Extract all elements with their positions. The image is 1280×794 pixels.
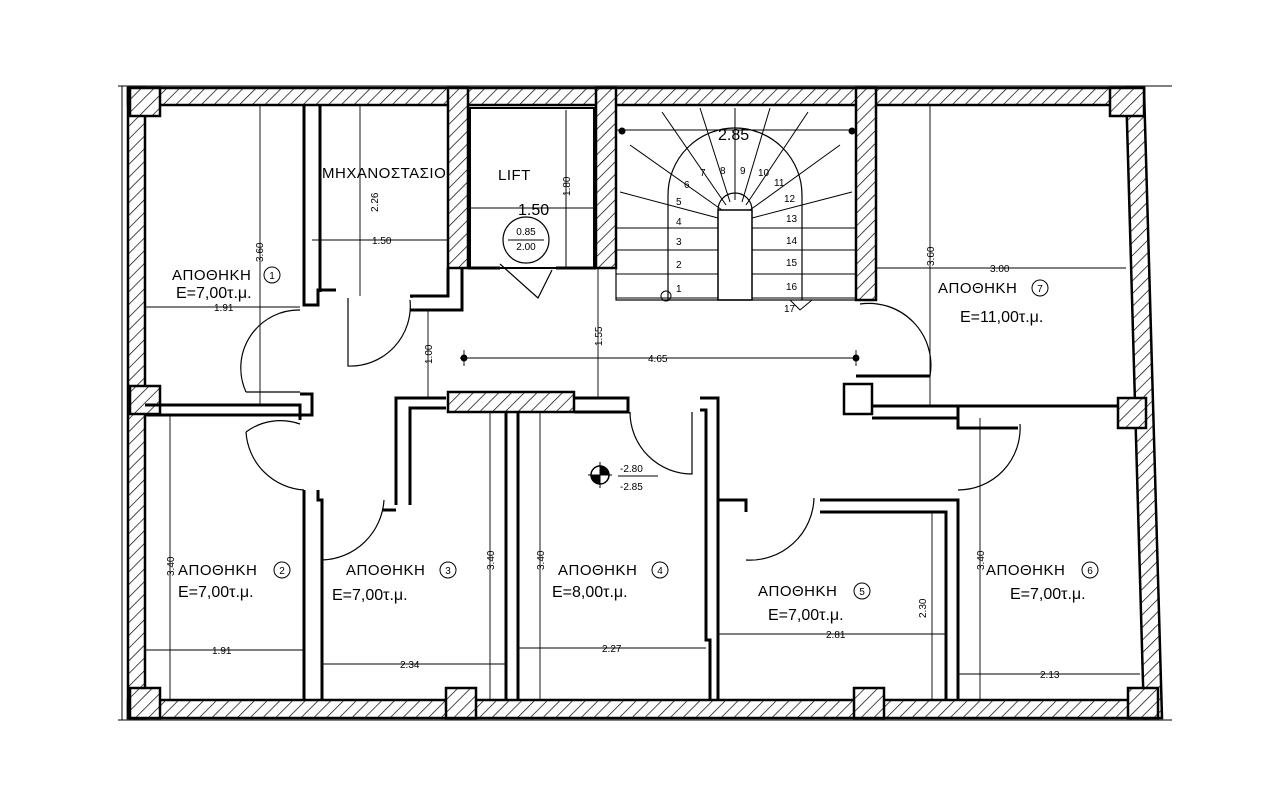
dim-2-34: 2.34 [400, 660, 420, 671]
room-6-label: ΑΠΟΘΗΚΗ 6 E=7,00τ.μ. [986, 561, 1099, 603]
step-15: 15 [786, 258, 798, 269]
dim-3-40-b: 3.40 [486, 550, 497, 570]
room-7-label: ΑΠΟΘΗΚΗ 7 E=11,00τ.μ. [938, 279, 1049, 326]
lift-label: LIFT [498, 167, 531, 184]
room-4-number: 4 [657, 566, 663, 577]
dim-2-85: 2.85 [718, 127, 749, 144]
step-6: 6 [684, 180, 690, 191]
room-1-area: E=7,00τ.μ. [176, 285, 252, 302]
room-1-name: ΑΠΟΘΗΚΗ [172, 267, 251, 284]
dimension-lines [145, 105, 1140, 700]
room-5-label: ΑΠΟΘΗΚΗ 5 E=7,00τ.μ. [758, 582, 871, 624]
dim-3-00: 3.00 [990, 264, 1010, 275]
room-2-name: ΑΠΟΘΗΚΗ [178, 562, 257, 579]
dim-4-65: 4.65 [648, 354, 668, 365]
room-1-number: 1 [269, 271, 275, 282]
dim-2-13: 2.13 [1040, 670, 1060, 681]
columns [128, 86, 1160, 720]
dim-2-30: 2.30 [918, 598, 929, 618]
room-5-name: ΑΠΟΘΗΚΗ [758, 583, 837, 600]
room-3-number: 3 [445, 566, 451, 577]
step-7: 7 [700, 168, 706, 179]
dim-1-00: 1.00 [424, 344, 435, 364]
room-3-name: ΑΠΟΘΗΚΗ [346, 562, 425, 579]
room-2-number: 2 [279, 566, 285, 577]
dim-1-50-machine: 1.50 [372, 236, 392, 247]
dim-1-91-top: 1.91 [214, 303, 234, 314]
room-2-label: ΑΠΟΘΗΚΗ 2 E=7,00τ.μ. [178, 561, 291, 601]
outer-walls [118, 85, 1172, 721]
room-6-area: E=7,00τ.μ. [1010, 586, 1086, 603]
step-8: 8 [720, 166, 726, 177]
dimension-labels: 3.60 1.91 2.26 1.50 1.50 1.80 2.85 3.60 … [166, 127, 1060, 681]
step-3: 3 [676, 237, 682, 248]
step-4: 4 [676, 217, 682, 228]
room-2-area: E=7,00τ.μ. [178, 584, 254, 601]
level-bottom: -2.85 [620, 482, 643, 493]
room-4-area: E=8,00τ.μ. [552, 584, 628, 601]
step-17: 17 [784, 304, 796, 315]
level-top: -2.80 [620, 464, 643, 475]
step-9: 9 [740, 166, 746, 177]
interior-walls [145, 105, 1118, 700]
dim-2-27: 2.27 [602, 644, 622, 655]
room-7-name: ΑΠΟΘΗΚΗ [938, 280, 1017, 297]
lift-door-top: 0.85 [516, 227, 536, 238]
dim-2-26: 2.26 [370, 192, 381, 212]
step-10: 10 [758, 168, 770, 179]
dim-3-60-right: 3.60 [926, 246, 937, 266]
room-labels: ΑΠΟΘΗΚΗ 1 E=7,00τ.μ. ΑΠΟΘΗΚΗ 2 E=7,00τ.μ… [172, 165, 1099, 624]
step-12: 12 [784, 194, 796, 205]
room-1-label: ΑΠΟΘΗΚΗ 1 E=7,00τ.μ. [172, 266, 281, 302]
step-1: 1 [676, 284, 682, 295]
step-16: 16 [786, 282, 798, 293]
room-5-area: E=7,00τ.μ. [768, 607, 844, 624]
dim-3-60-left: 3.60 [255, 242, 266, 262]
room-4-label: ΑΠΟΘΗΚΗ 4 E=8,00τ.μ. [552, 561, 669, 601]
room-5-number: 5 [859, 587, 865, 598]
room-7-number: 7 [1037, 284, 1043, 295]
machine-room-label: ΜΗΧΑΝΟΣΤΑΣΙΟ [322, 165, 446, 182]
step-2: 2 [676, 260, 682, 271]
step-14: 14 [786, 236, 798, 247]
dim-3-40-a: 3.40 [166, 556, 177, 576]
step-5: 5 [676, 197, 682, 208]
room-4-name: ΑΠΟΘΗΚΗ [558, 562, 637, 579]
staircase [615, 104, 857, 311]
step-13: 13 [786, 214, 798, 225]
door-swings [240, 263, 1021, 561]
dim-3-40-d: 3.40 [976, 550, 987, 570]
room-6-number: 6 [1087, 566, 1093, 577]
room-3-label: ΑΠΟΘΗΚΗ 3 E=7,00τ.μ. [332, 561, 457, 604]
room-6-name: ΑΠΟΘΗΚΗ [986, 562, 1065, 579]
step-11: 11 [774, 178, 785, 189]
lift-door-bottom: 2.00 [516, 242, 536, 253]
stair-step-numbers: 1 2 3 4 5 6 7 8 9 10 11 12 13 14 15 16 1… [676, 166, 798, 315]
dim-1-50-lift: 1.50 [518, 202, 549, 219]
dim-1-80: 1.80 [562, 176, 573, 196]
dim-1-91-bottom: 1.91 [212, 646, 232, 657]
dim-3-40-c: 3.40 [536, 550, 547, 570]
room-3-area: E=7,00τ.μ. [332, 587, 408, 604]
room-7-area: E=11,00τ.μ. [960, 309, 1043, 326]
core-walls [446, 86, 878, 414]
level-marker [588, 462, 658, 488]
dim-1-55: 1.55 [594, 326, 605, 346]
dim-2-81: 2.81 [826, 630, 846, 641]
